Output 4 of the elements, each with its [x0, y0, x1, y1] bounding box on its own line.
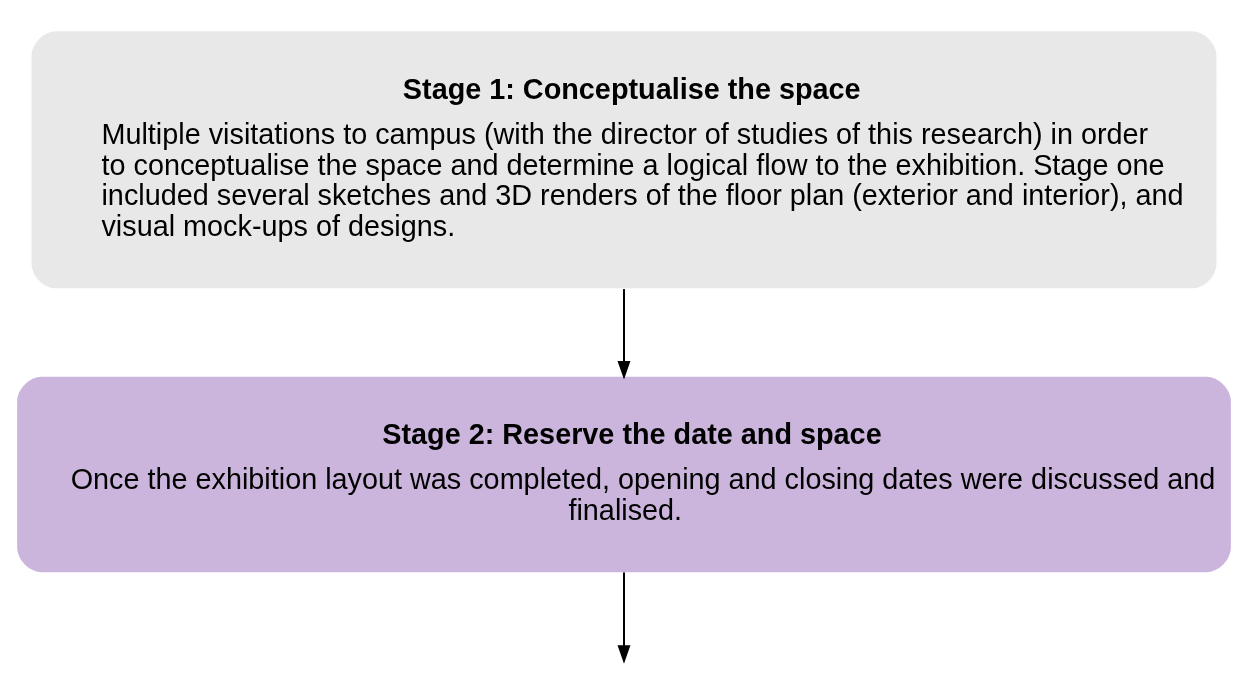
node-box: Stage 1: Conceptualise the space Multiple visitations to campus (with the director of studies of this research) in order to conceptualise the space and determine a logical flow to the exhibition. Stage one included several sketches and 3D renders of the floor plan (exterior and interior), and visual mock-ups of designs.: [31, 30, 1217, 288]
arrow: [617, 288, 631, 379]
arrow: [617, 571, 631, 664]
node-box: Stage 2: Reserve the date and space Once the exhibition layout was completed, opening and closing dates were discussed and finalised.: [17, 376, 1231, 572]
